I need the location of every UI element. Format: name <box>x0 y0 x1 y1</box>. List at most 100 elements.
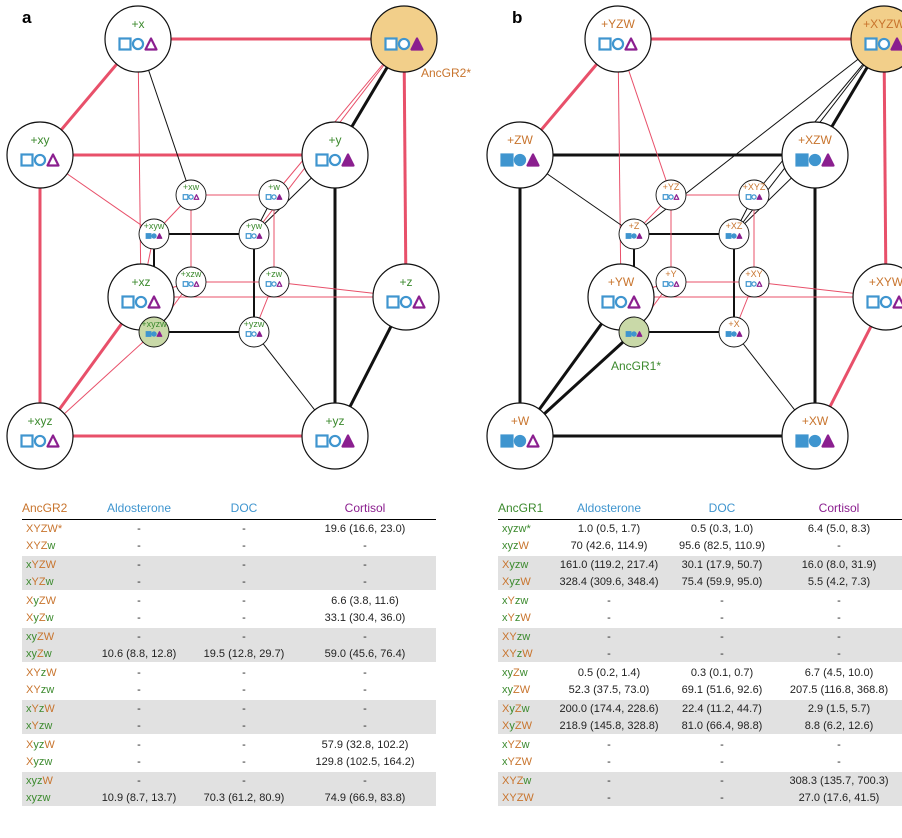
value-cort: 16.0 (8.0, 31.9) <box>776 556 902 573</box>
edge-line <box>273 38 405 196</box>
receptor-square-icon <box>386 295 400 309</box>
node-label: +xyzw <box>141 319 167 329</box>
receptor-square-icon <box>598 37 612 51</box>
genotype-label: XYzW <box>26 666 57 679</box>
receptor-square-icon <box>145 331 152 337</box>
node-yz: +yz <box>301 402 369 470</box>
node-label: +ZW <box>507 133 533 147</box>
receptor-triangle-icon <box>256 331 263 337</box>
receptor-square-icon <box>182 281 189 287</box>
receptor-circle-icon <box>251 331 257 337</box>
value-aldo: 200.0 (174.4, 228.6) <box>550 700 668 717</box>
receptor-triangle-icon <box>821 153 835 167</box>
value-cort: 33.1 (30.4, 36.0) <box>324 611 406 624</box>
receptor-circle-icon <box>328 434 342 448</box>
receptor-triangle-icon <box>673 281 680 287</box>
genotype-label: XyZw <box>498 700 550 717</box>
value-cort: 59.0 (45.6, 76.4) <box>294 645 436 662</box>
table-row: xYZw--- <box>22 573 436 590</box>
value-aldo: - <box>550 645 668 662</box>
node-xyz: +xyz <box>6 402 74 470</box>
receptor-triangle-icon <box>890 37 902 51</box>
table-row: xYzW--- <box>498 609 902 626</box>
receptor-square-icon <box>315 434 329 448</box>
receptor-square-icon <box>500 434 514 448</box>
node-label: +YZ <box>663 182 680 192</box>
receptor-circle-icon <box>251 233 257 239</box>
value-aldo: - <box>84 772 194 789</box>
value-aldo: - <box>607 611 611 624</box>
node-label: +yw <box>246 221 263 231</box>
receptor-circle-icon <box>399 295 413 309</box>
receptor-circle-icon <box>188 281 194 287</box>
genotype-label: xyzw <box>22 789 84 806</box>
node-yzw: +yzw <box>238 316 270 348</box>
value-doc: - <box>194 556 294 573</box>
node-xzw: +xzw <box>175 266 207 298</box>
value-cort: 5.5 (4.2, 7.3) <box>776 573 902 590</box>
receptor-triangle-icon <box>156 233 163 239</box>
value-cort: 129.8 (102.5, 164.2) <box>315 755 415 768</box>
panel-b-table: AncGR1 Aldosterone DOC Cortisol xyzw*1.0… <box>498 497 902 806</box>
receptor-triangle-icon <box>821 434 835 448</box>
node-y: +y <box>301 121 369 189</box>
node-xyzw_anc <box>370 5 438 73</box>
receptor-triangle-icon <box>736 331 743 337</box>
value-doc: 0.3 (0.1, 0.7) <box>690 666 754 679</box>
value-doc: - <box>242 755 246 768</box>
value-aldo: - <box>137 594 141 607</box>
receptor-square-icon <box>182 194 189 200</box>
value-cort: - <box>294 556 436 573</box>
node-label: +x <box>131 17 144 31</box>
receptor-triangle-icon <box>410 37 424 51</box>
value-aldo: - <box>84 700 194 717</box>
receptor-circle-icon <box>631 331 637 337</box>
value-aldo: - <box>137 539 141 552</box>
node-label: +XYZ <box>743 182 766 192</box>
genotype-label: xyZW <box>22 628 84 645</box>
edges <box>38 37 408 438</box>
value-aldo: - <box>550 772 668 789</box>
value-aldo: 10.6 (8.8, 12.8) <box>84 645 194 662</box>
node-ZW: +ZW <box>486 121 554 189</box>
genotype-label: XYzw <box>26 683 55 696</box>
col-header-cortisol: Cortisol <box>776 497 902 520</box>
receptor-circle-icon <box>808 153 822 167</box>
node-Z: +Z <box>618 218 650 250</box>
node-label: +XZW <box>798 133 832 147</box>
value-aldo: - <box>550 789 668 806</box>
genotype-label: xYzw <box>22 717 84 734</box>
value-aldo: - <box>137 738 141 751</box>
value-doc: - <box>242 539 246 552</box>
receptor-circle-icon <box>808 434 822 448</box>
receptor-circle-icon <box>668 194 674 200</box>
value-aldo: - <box>84 717 194 734</box>
value-doc: - <box>720 738 724 751</box>
value-aldo: 52.3 (37.5, 73.0) <box>568 683 650 696</box>
value-doc: - <box>194 628 294 645</box>
node-xyzw: +xyzw <box>138 316 170 348</box>
node-XYZW: +XYZW <box>850 5 902 73</box>
table-row: XYZW*--19.6 (16.6, 23.0) <box>22 520 436 538</box>
node-label: +w <box>268 182 280 192</box>
value-doc: - <box>194 717 294 734</box>
genotype-label: xYzW <box>22 700 84 717</box>
node-label: +xy <box>30 133 49 147</box>
value-aldo: 0.5 (0.2, 1.4) <box>577 666 641 679</box>
col-header-aldosterone: Aldosterone <box>550 497 668 520</box>
genotype-label: xYzW <box>502 611 531 624</box>
receptor-circle-icon <box>513 434 527 448</box>
node-label: +XZ <box>726 221 743 231</box>
value-doc: - <box>242 683 246 696</box>
col-header-doc: DOC <box>668 497 776 520</box>
col-header-doc: DOC <box>194 497 294 520</box>
value-doc: - <box>720 755 724 768</box>
node-XZ: +XZ <box>718 218 750 250</box>
value-doc: - <box>668 789 776 806</box>
receptor-circle-icon <box>151 331 157 337</box>
value-aldo: 328.4 (309.6, 348.4) <box>550 573 668 590</box>
value-cort: 74.9 (66.9, 83.8) <box>294 789 436 806</box>
